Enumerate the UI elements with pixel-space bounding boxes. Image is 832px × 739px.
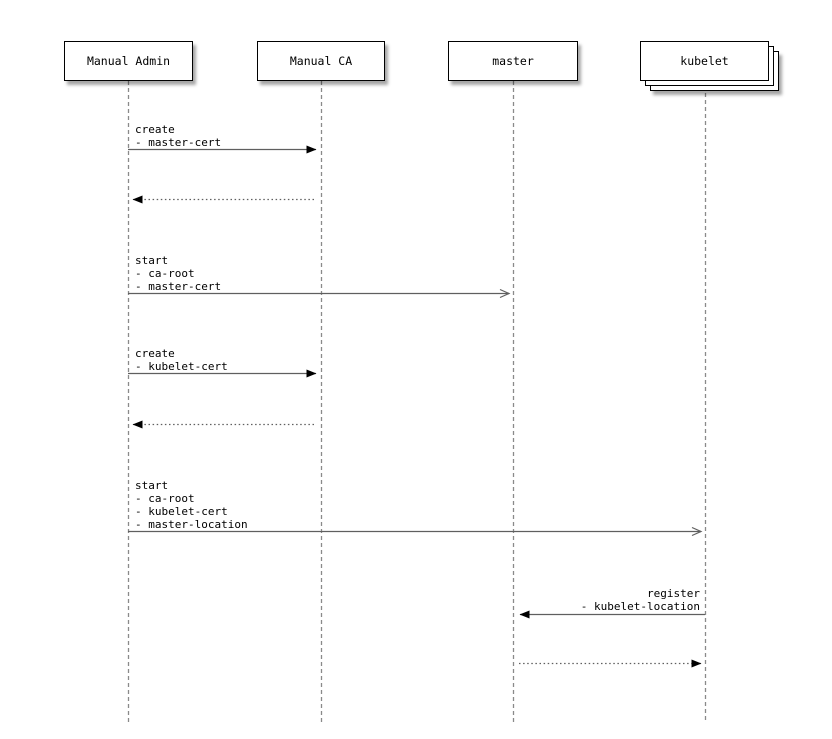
actor-box-manual-ca: Manual CA: [257, 41, 385, 81]
message-line-text: - kubelet-cert: [135, 360, 228, 373]
message-line-text: - ca-root: [135, 267, 195, 280]
message-line-text: - kubelet-location: [580, 600, 700, 613]
message-line-text: - master-cert: [135, 280, 222, 293]
message-line-text: create: [135, 347, 175, 360]
actor-label-manual-ca: Manual CA: [289, 54, 353, 68]
message-line-text: start: [135, 479, 169, 492]
actor-box-kubelet: kubelet: [640, 41, 769, 81]
message-line-text: - master-cert: [135, 136, 222, 149]
actor-box-master: master: [448, 41, 578, 81]
message-line-text: start: [135, 254, 169, 267]
message-line-text: - ca-root: [135, 492, 195, 505]
message-label-create-kubelet-cert: create - kubelet-cert: [135, 347, 228, 373]
actor-stack-kubelet: kubelet: [640, 41, 782, 95]
message-label-register: register - kubelet-location: [581, 587, 700, 613]
message-label-create-master-cert: create - master-cert: [135, 123, 221, 149]
actor-box-manual-admin: Manual Admin: [64, 41, 193, 81]
actor-label-master: master: [492, 54, 534, 68]
message-line-text: - master-location: [135, 518, 248, 531]
message-line-text: create: [135, 123, 175, 136]
message-label-start-master: start - ca-root - master-cert: [135, 254, 221, 293]
message-line-text: register: [647, 587, 700, 600]
actor-label-manual-admin: Manual Admin: [86, 54, 171, 68]
message-line-text: - kubelet-cert: [135, 505, 228, 518]
message-label-start-kubelet: start - ca-root - kubelet-cert - master-…: [135, 479, 248, 531]
actor-label-kubelet: kubelet: [680, 54, 729, 68]
